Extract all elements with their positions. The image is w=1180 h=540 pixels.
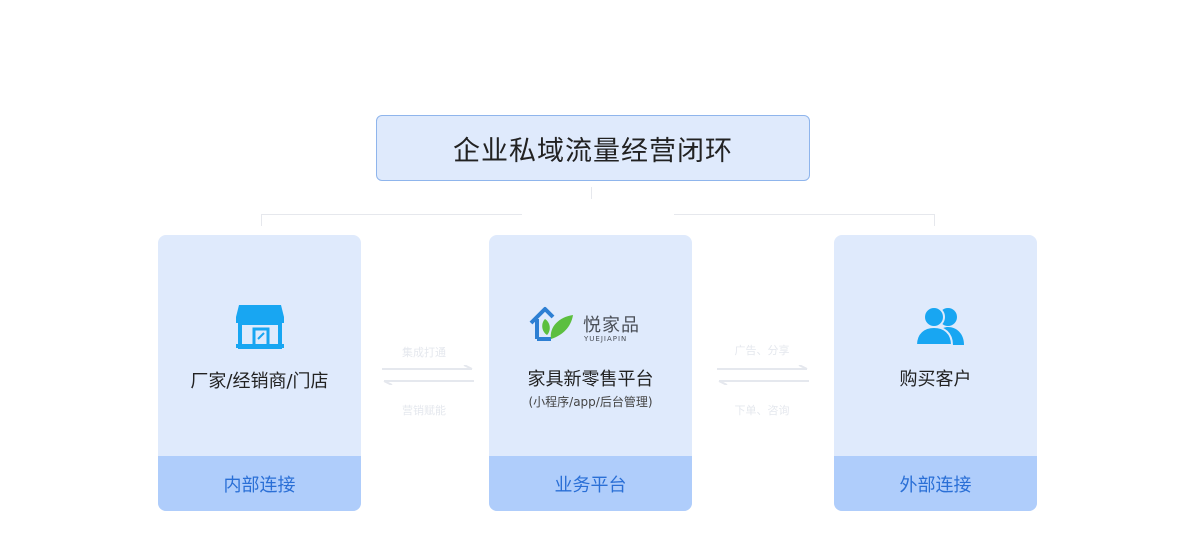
logo-brand-en: YUEJIAPIN xyxy=(584,335,628,343)
double-arrow-left xyxy=(382,365,474,385)
arrow-left-top-label: 集成打通 xyxy=(402,346,446,359)
card-platform-footer: 业务平台 xyxy=(489,456,692,511)
connector-left-drop xyxy=(261,214,262,226)
card-platform-title: 家具新零售平台 xyxy=(527,369,654,390)
yuejiapin-logo-icon xyxy=(529,307,573,341)
card-platform: 悦家品 YUEJIAPIN 家具新零售平台 (小程序/app/后台管理) 业务平… xyxy=(489,235,692,511)
loop-title: 企业私域流量经营闭环 xyxy=(453,135,733,167)
card-external-title: 购买客户 xyxy=(899,369,972,390)
loop-title-box: 企业私域流量经营闭环 xyxy=(376,115,810,181)
double-arrow-right xyxy=(717,365,809,385)
card-internal-title: 厂家/经销商/门店 xyxy=(190,371,329,392)
arrow-right-top-label: 广告、分享 xyxy=(734,344,790,357)
card-external: 购买客户 外部连接 xyxy=(834,235,1037,511)
arrow-left-bottom-label: 营销赋能 xyxy=(402,404,446,417)
logo-brand-cn: 悦家品 xyxy=(583,315,640,336)
card-internal-footer: 内部连接 xyxy=(158,456,361,511)
card-platform-subtitle: (小程序/app/后台管理) xyxy=(528,395,653,409)
users-icon xyxy=(914,306,964,346)
card-internal: 厂家/经销商/门店 内部连接 xyxy=(158,235,361,511)
connector-right-drop xyxy=(934,214,935,226)
card-external-footer: 外部连接 xyxy=(834,456,1037,511)
arrow-right-bottom-label: 下单、咨询 xyxy=(734,404,790,417)
connector-stem xyxy=(591,187,592,199)
connector-left-horizontal xyxy=(261,214,522,215)
connector-right-horizontal xyxy=(674,214,935,215)
store-icon xyxy=(236,305,284,349)
